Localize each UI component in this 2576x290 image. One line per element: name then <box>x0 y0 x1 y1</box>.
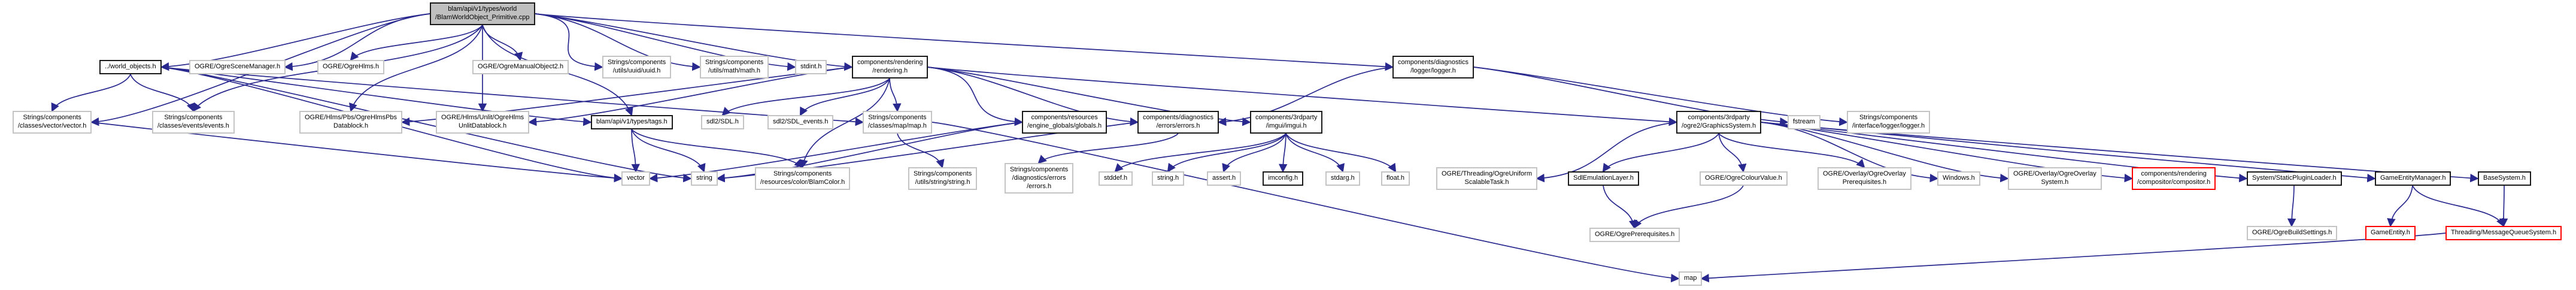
edge-imgui-stdarg <box>1285 133 1345 173</box>
node-sdl: sdl2/SDL.h <box>701 115 744 129</box>
node-manualobj: OGRE/OgreManualObject2.h <box>472 60 569 74</box>
node-game_entity[interactable]: GameEntity.h <box>2365 226 2416 240</box>
node-stdarg: stdarg.h <box>1325 171 1360 186</box>
edge-imgui-float <box>1285 133 1397 173</box>
node-imconfig[interactable]: imconfig.h <box>1263 171 1304 186</box>
node-stdint: stdint.h <box>795 60 827 74</box>
edge-map_h-map <box>932 122 1680 283</box>
node-gem[interactable]: GameEntityManager.h <box>2375 171 2451 186</box>
edge-imgui-assert <box>1222 133 1287 173</box>
node-map_h: Strings/components /classes/map/map.h <box>863 111 932 134</box>
node-graphics_system[interactable]: components/3rdparty /ogre2/GraphicsSyste… <box>1676 111 1762 134</box>
edge-logger-errors <box>1217 67 1393 126</box>
edge-rendering-blamcolor <box>799 78 890 169</box>
edge-root-math <box>535 13 701 71</box>
edge-rendering-unlit <box>527 67 852 126</box>
edge-rendering-sdl <box>721 78 890 116</box>
node-build_settings: OGRE/OgreBuildSettings.h <box>2247 226 2338 240</box>
node-imgui[interactable]: components/3rdparty /imgui/imgui.h <box>1250 111 1323 134</box>
edge-colourvalue-ogre_prereq <box>1633 185 1744 229</box>
node-world_objects[interactable]: ../world_objects.h <box>99 60 162 74</box>
node-overlay_prereq: OGRE/Overlay/OgreOverlay Prerequisites.h <box>1818 167 1911 190</box>
edge-map_h-utils_string <box>897 133 945 169</box>
edge-world_objects-events_h <box>130 74 195 113</box>
edge-root-uuid <box>535 13 603 71</box>
edge-imgui-imconfig <box>1278 133 1288 173</box>
edge-imgui-string_h <box>1167 133 1287 173</box>
edge-errors-s_errors <box>1037 133 1179 164</box>
edge-logger-iface_logger <box>1473 67 1848 126</box>
edge-gem-game_entity <box>2387 185 2413 228</box>
edge-graphics_system-overlay_prereq <box>1718 133 1865 168</box>
node-overlay_sys: OGRE/Overlay/OgreOverlay System.h <box>2008 167 2102 190</box>
node-root: blam/api/v1/types/world /BlamWorldObject… <box>430 2 535 25</box>
edge-world_objects-string <box>161 67 692 183</box>
edge-graphics_system-sdl_emu <box>1602 133 1719 173</box>
node-stddef: stddef.h <box>1099 171 1133 186</box>
edge-tags-vector <box>631 129 640 173</box>
edge-rendering-graphics_system <box>927 67 1678 126</box>
edge-static_plugin-build_settings <box>2287 185 2296 228</box>
edge-globals-string <box>716 122 1022 183</box>
node-iface_logger: Strings/components /interface/logger/log… <box>1847 111 1931 134</box>
node-fstream: fstream <box>1788 115 1821 129</box>
node-colourvalue: OGRE/OgreColourValue.h <box>1700 171 1788 186</box>
edge-rendering-errors <box>927 67 1139 126</box>
edge-imgui-stddef <box>1114 133 1287 173</box>
node-pbs: OGRE/Hlms/Pbs/OgreHlmsPbs Datablock.h <box>299 111 403 134</box>
node-static_plugin[interactable]: System/StaticPluginLoader.h <box>2247 171 2342 186</box>
edge-root-pbs <box>349 25 483 113</box>
edge-graphics_system-scalable <box>1536 122 1677 183</box>
edge-root-ogrehlms <box>350 25 483 61</box>
node-blamcolor: Strings/components /resources/color/Blam… <box>755 167 851 190</box>
node-windows: Windows.h <box>1937 171 1980 186</box>
node-scalable: OGRE/Threading/OgreUniform ScalableTask.… <box>1436 167 1537 190</box>
node-sdl_emu[interactable]: SdlEmulationLayer.h <box>1568 171 1639 186</box>
node-math: Strings/components /utils/math/math.h <box>700 56 769 78</box>
edge-root-scenemgr <box>284 13 430 71</box>
edge-gem-mqs <box>2412 185 2504 227</box>
edge-rendering-globals <box>927 67 1024 126</box>
edge-world_objects-vector_h <box>51 74 131 112</box>
node-uuid: Strings/components /utils/uuid/uuid.h <box>602 56 672 78</box>
node-ogrehlms: OGRE/OgreHlms.h <box>317 60 385 74</box>
edge-tags-blamcolor <box>631 129 803 168</box>
node-s_errors: Strings/components /diagnostics/errors /… <box>1005 163 1074 194</box>
node-vector: vector <box>621 171 650 186</box>
edge-sdl_emu-ogre_prereq <box>1603 185 1638 229</box>
edge-vector_h-vector <box>91 122 623 183</box>
node-string_h: string.h <box>1152 171 1185 186</box>
node-map: map <box>1679 271 1703 286</box>
node-utils_string: Strings/components /utils/string/string.… <box>908 167 978 190</box>
node-float: float.h <box>1381 171 1410 186</box>
edge-rendering-map_h <box>889 78 902 113</box>
node-events_h: Strings/components /classes/events/event… <box>152 111 235 134</box>
node-scenemgr: OGRE/OgreSceneManager.h <box>189 60 286 74</box>
node-assert: assert.h <box>1207 171 1242 186</box>
node-compositor[interactable]: components/rendering /compositor/composi… <box>2132 167 2216 190</box>
edge-tags-string <box>631 129 706 173</box>
node-sdl_events: sdl2/SDL_events.h <box>767 115 834 129</box>
node-logger[interactable]: components/diagnostics /logger/logger.h <box>1392 56 1474 78</box>
node-base_sys[interactable]: BaseSystem.h <box>2478 171 2531 186</box>
node-errors[interactable]: components/diagnostics /errors/errors.h <box>1137 111 1219 134</box>
node-tags[interactable]: blam/api/v1/types/tags.h <box>591 115 673 129</box>
edge-globals-vector <box>648 122 1022 183</box>
edge-root-logger <box>535 13 1394 71</box>
node-ogre_prereq: OGRE/OgrePrerequisites.h <box>1589 228 1680 242</box>
node-vector_h: Strings/components /classes/vector/vecto… <box>13 111 92 134</box>
node-unlit: OGRE/Hlms/Unlit/OgreHlms UnlitDatablock.… <box>436 111 530 134</box>
edge-rendering-sdl_events <box>799 78 890 116</box>
edge-graphics_system-colourvalue <box>1718 133 1747 173</box>
node-rendering[interactable]: components/rendering /rendering.h <box>852 56 929 78</box>
node-globals[interactable]: components/resources /engine_globals/glo… <box>1022 111 1108 134</box>
node-string: string <box>691 171 718 186</box>
node-mqs[interactable]: Threading/MessageQueueSystem.h <box>2445 226 2562 240</box>
edge-root-world_objects <box>160 13 430 71</box>
